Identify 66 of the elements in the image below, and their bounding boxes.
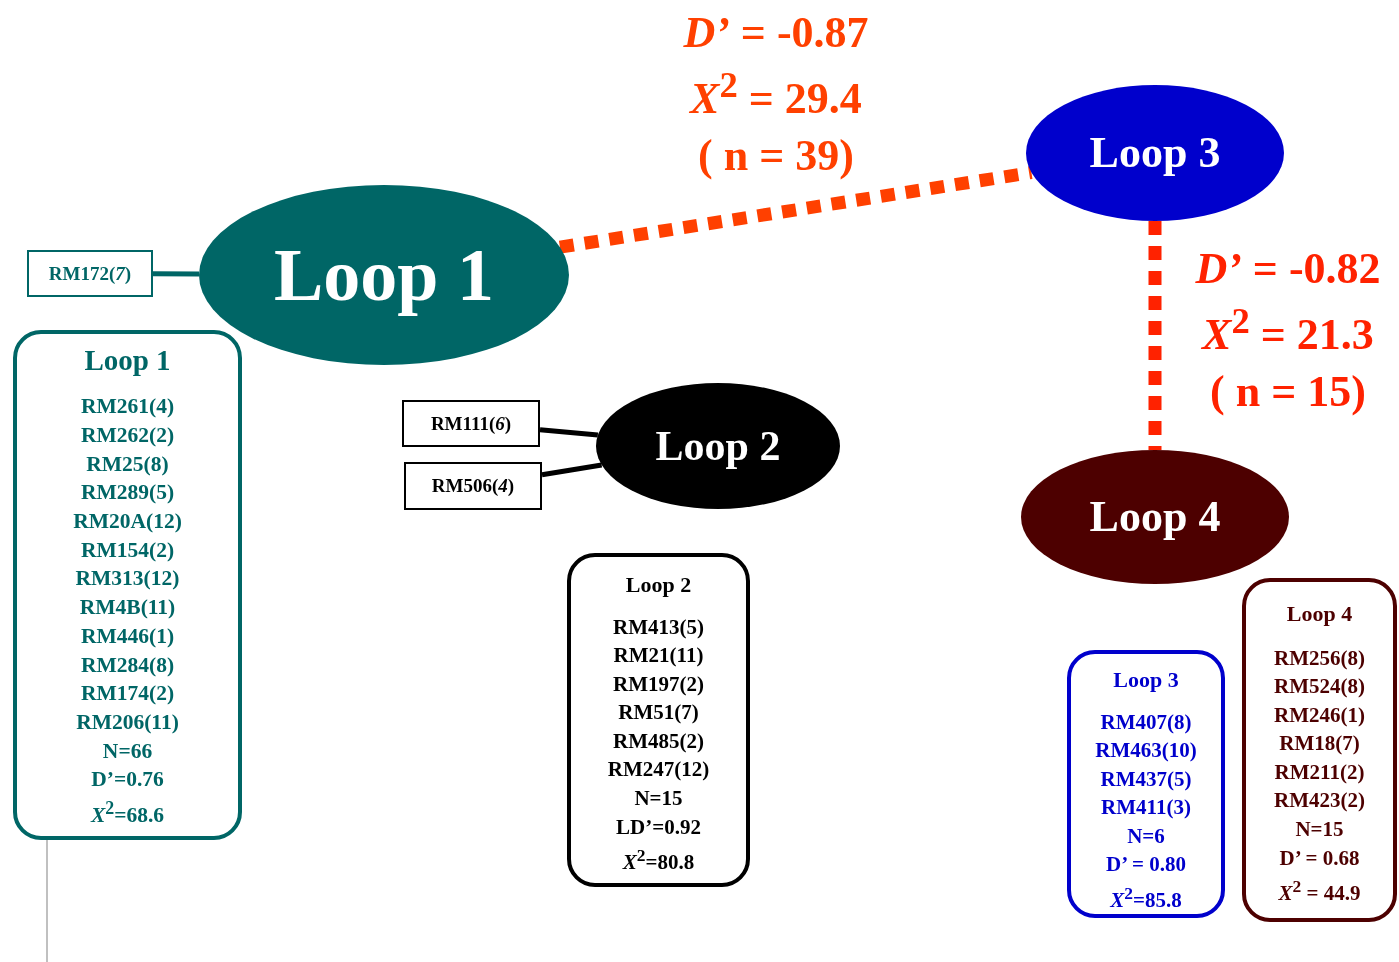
marker-label: RM506(4) xyxy=(431,475,515,497)
connector-line xyxy=(539,427,599,438)
marker-entry: RM463(10) xyxy=(1094,737,1198,765)
marker-entry: RM4B(11) xyxy=(78,594,177,622)
dotted-connector xyxy=(558,166,1033,254)
loop-label: Loop 2 xyxy=(654,425,782,467)
marker-entry: RM284(8) xyxy=(79,651,176,679)
loop-ellipse xyxy=(1021,450,1289,584)
connector-line xyxy=(541,462,603,478)
marker-entry: RM51(7) xyxy=(617,699,700,727)
marker-entry: RM261(4) xyxy=(79,393,176,421)
marker-entry: D’ = 0.80 xyxy=(1105,851,1187,879)
loop-label: Loop 3 xyxy=(1088,131,1222,175)
marker-box xyxy=(404,462,542,510)
marker-entry: RM485(2) xyxy=(612,727,705,755)
marker-entry: RM413(5) xyxy=(612,613,705,641)
marker-entry: RM407(8) xyxy=(1099,708,1193,736)
marker-entry: RM411(3) xyxy=(1100,794,1192,822)
loop-ellipse xyxy=(199,185,569,365)
marker-label: RM172(7) xyxy=(48,262,132,285)
marker-entry: RM446(1) xyxy=(79,622,176,650)
marker-box xyxy=(402,400,540,447)
marker-entry: X$^{2}$ = 44.9 xyxy=(1277,875,1362,908)
marker-entry: D’ = 0.68 xyxy=(1278,844,1361,872)
marker-entry: RM423(2) xyxy=(1273,787,1366,815)
marker-entry: RM262(2) xyxy=(79,421,176,449)
marker-entry: X$^{2}$=80.8 xyxy=(621,844,696,877)
marker-entry: X$^{2}$=85.8 xyxy=(1108,882,1183,915)
panel-heading: Loop 3 xyxy=(1112,666,1180,694)
marker-entry: RM154(2) xyxy=(79,536,176,564)
marker-entry: N=66 xyxy=(101,737,154,765)
marker-entry: RM206(11) xyxy=(75,709,180,736)
marker-entry: RM437(5) xyxy=(1099,765,1193,793)
loop-panel xyxy=(567,553,750,887)
marker-entry: RM313(12) xyxy=(74,565,181,593)
marker-entry: LD’=0.92 xyxy=(615,813,702,841)
loop-panel xyxy=(1067,650,1225,918)
dotted-connector xyxy=(1148,221,1162,450)
marker-entry: X$^{2}$=68.6 xyxy=(89,797,166,830)
loop-panel xyxy=(1242,578,1397,922)
panel-heading: Loop 4 xyxy=(1285,600,1354,628)
marker-entry: N=15 xyxy=(1294,816,1345,844)
marker-entry: RM256(8) xyxy=(1273,644,1366,672)
marker-entry: N=15 xyxy=(633,785,684,813)
marker-entry: RM211(2) xyxy=(1273,758,1366,786)
marker-entry: RM246(1) xyxy=(1273,701,1366,729)
marker-entry: RM524(8) xyxy=(1273,673,1366,701)
marker-entry: RM289(5) xyxy=(79,479,176,507)
loop-panel xyxy=(13,330,242,840)
marker-entry: RM25(8) xyxy=(85,450,170,478)
marker-entry: RM174(2) xyxy=(79,680,176,708)
connector-line xyxy=(153,271,200,277)
marker-entry: RM197(2) xyxy=(612,670,705,698)
panel-heading: Loop 1 xyxy=(83,343,172,378)
marker-entry: RM20A(12) xyxy=(72,508,183,536)
loop-ellipse xyxy=(1026,85,1284,221)
marker-entry: RM18(7) xyxy=(1278,730,1361,758)
marker-entry: RM21(11) xyxy=(612,642,705,670)
marker-label: RM111(6) xyxy=(430,412,512,435)
panel-heading: Loop 2 xyxy=(624,571,693,599)
loop-label: Loop 4 xyxy=(1088,495,1222,539)
marker-entry: RM247(12) xyxy=(606,756,711,784)
loop-ellipse xyxy=(596,383,840,509)
marker-entry: D’=0.76 xyxy=(90,766,165,794)
marker-box xyxy=(27,250,153,297)
marker-entry: N=6 xyxy=(1126,822,1166,850)
